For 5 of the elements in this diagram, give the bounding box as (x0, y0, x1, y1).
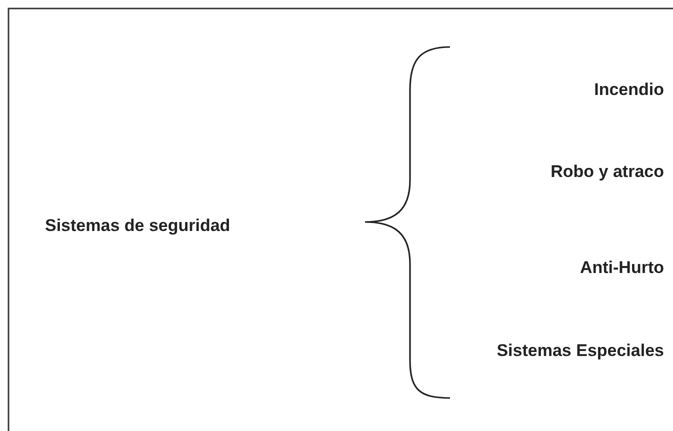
heading-label: Sistemas de seguridad (45, 216, 230, 236)
category-label: Anti-Hurto (580, 258, 664, 278)
category-label: Robo y atraco (550, 162, 664, 182)
category-label: Sistemas Especiales (496, 341, 664, 361)
category-label: Incendio (594, 80, 664, 100)
